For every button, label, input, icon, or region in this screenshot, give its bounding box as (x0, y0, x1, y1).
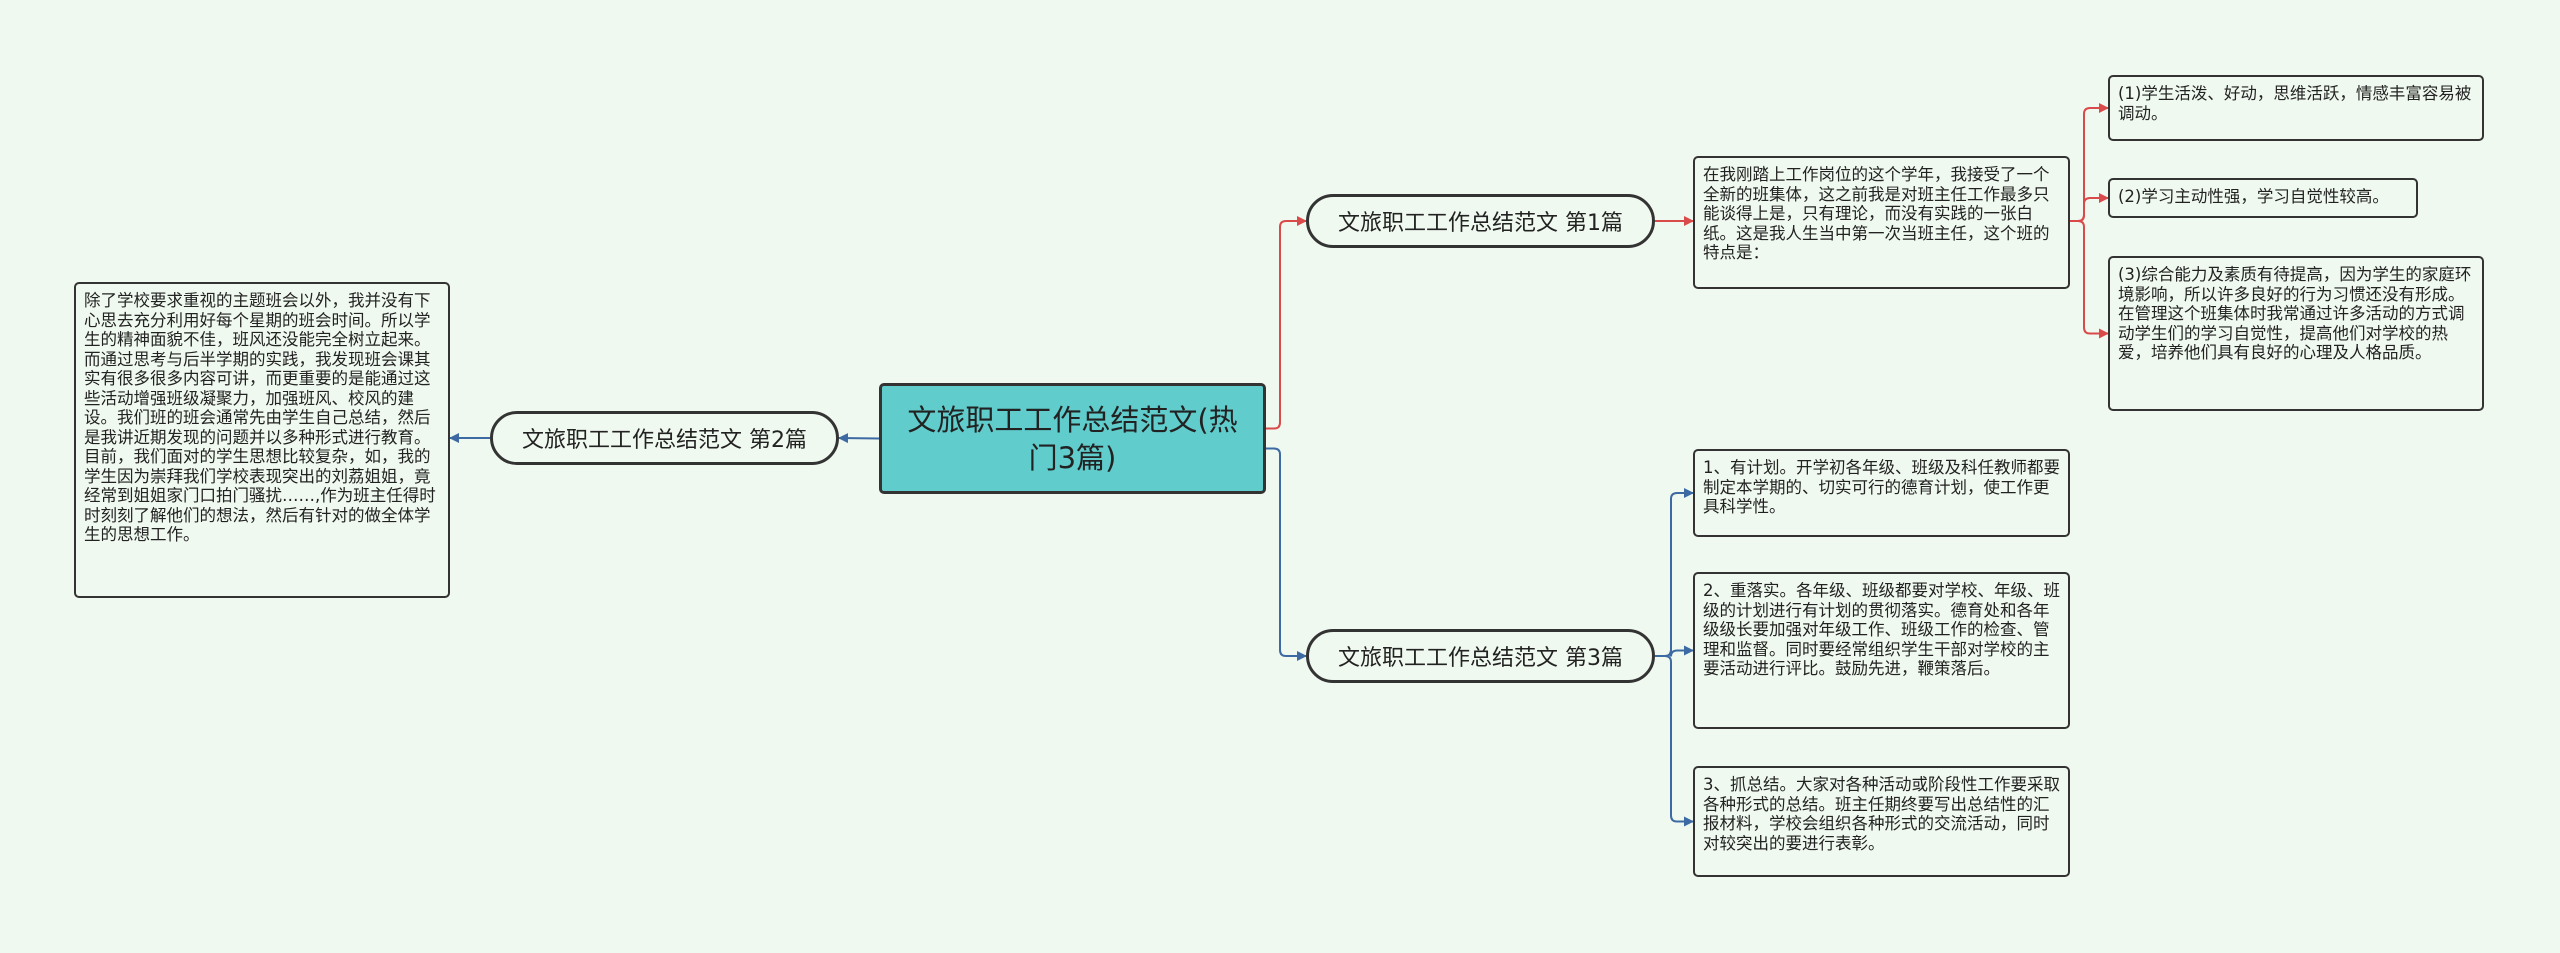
branch-article-3[interactable]: 文旅职工工作总结范文 第3篇 (1306, 629, 1655, 683)
article-2-text[interactable]: 除了学校要求重视的主题班会以外，我并没有下心思去充分利用好每个星期的班会时间。所… (74, 282, 450, 598)
link-article-1-point-3 (2070, 220, 2109, 339)
branch-article-2[interactable]: 文旅职工工作总结范文 第2篇 (490, 411, 839, 465)
link-root-branch-1 (1266, 216, 1307, 430)
link-article-1-point-2 (2070, 193, 2109, 222)
link-article-3-point-2 (1655, 645, 1694, 657)
article-3-point-2[interactable]: 2、重落实。各年级、班级都要对学校、年级、班级的计划进行有计划的贯彻落实。德育处… (1693, 572, 2070, 729)
article-3-point-1[interactable]: 1、有计划。开学初各年级、班级及科任教师都要制定本学期的、切实可行的德育计划，使… (1693, 449, 2070, 537)
link-root-branch-3 (1266, 447, 1307, 661)
article-3-point-3[interactable]: 3、抓总结。大家对各种活动或阶段性工作要采取各种形式的总结。班主任期终要写出总结… (1693, 766, 2070, 877)
article-1-point-3[interactable]: (3)综合能力及素质有待提高，因为学生的家庭环境影响，所以许多良好的行为习惯还没… (2108, 256, 2484, 411)
link-root-branch-2 (838, 433, 880, 444)
link-article-3-point-3 (1655, 655, 1694, 827)
branch-article-1[interactable]: 文旅职工工作总结范文 第1篇 (1306, 194, 1655, 248)
link-article-1-point-1 (2070, 103, 2109, 222)
link-article-3-point-1 (1655, 488, 1694, 657)
article-1-point-1[interactable]: (1)学生活泼、好动，思维活跃，情感丰富容易被调动。 (2108, 75, 2484, 141)
root-topic[interactable]: 文旅职工工作总结范文(热门3篇) (879, 383, 1266, 494)
article-1-intro-text[interactable]: 在我刚踏上工作岗位的这个学年，我接受了一个全新的班集体，这之前我是对班主任工作最… (1693, 156, 2070, 289)
article-1-point-2[interactable]: (2)学习主动性强，学习自觉性较高。 (2108, 178, 2418, 218)
